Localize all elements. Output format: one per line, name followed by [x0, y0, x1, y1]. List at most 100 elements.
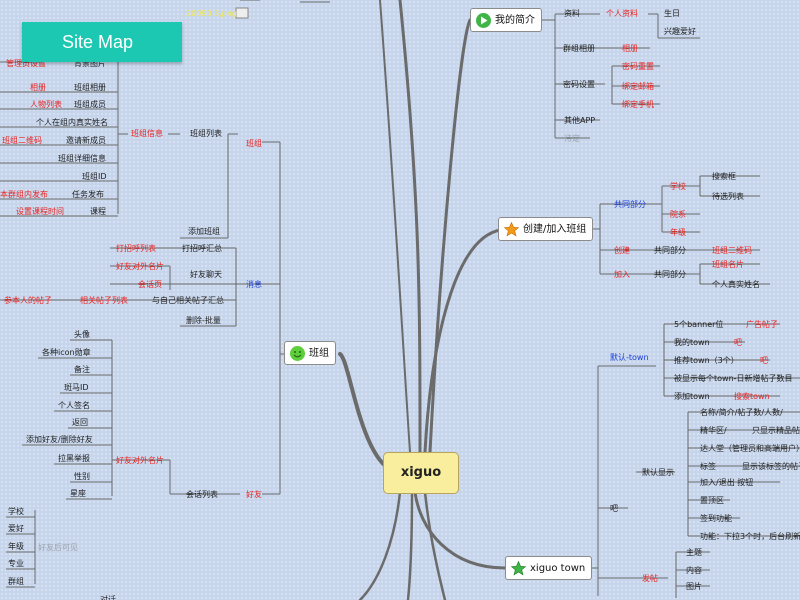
hobby-label: 兴趣爱好	[664, 26, 696, 36]
join-label: 加入	[614, 269, 630, 279]
batch-delete-label: 删除-批量	[186, 315, 221, 325]
checkin-label: 签到功能	[700, 513, 732, 523]
common-part-create-label: 共同部分	[654, 245, 686, 255]
topic-label: 主题	[686, 547, 702, 557]
pending-label: 待定	[564, 133, 580, 143]
node-group[interactable]: 班组	[284, 341, 336, 365]
background-image-label: 背景图片	[74, 58, 106, 68]
item-dark-5: 班组ID	[82, 171, 107, 181]
profile-data-label: 资料	[564, 8, 580, 18]
ba-label: 吧	[610, 504, 618, 513]
item-dark-2: 个人在组内真实姓名	[36, 117, 108, 127]
recommended-ba-label: 吧	[760, 356, 768, 365]
friend-card-item-6: 添加好友/删除好友	[26, 434, 93, 444]
related-posts-label: 相关帖子列表	[80, 295, 128, 305]
friend-card-item-0: 头像	[74, 329, 90, 339]
image-thumbnail-icon	[235, 7, 249, 19]
common-part-join-label: 共同部分	[654, 269, 686, 279]
item-red-6: 本群组内发布	[0, 189, 48, 199]
node-create-join-label: 创建/加入班组	[523, 224, 587, 235]
messages-label: 消息	[246, 279, 262, 289]
star-icon	[503, 221, 520, 237]
hidden-profile-item-1: 爱好	[8, 523, 24, 533]
real-name-label: 个人真实姓名	[712, 279, 760, 289]
featured-only-label: 只显示精品帖	[752, 425, 800, 435]
smiley-icon	[290, 346, 305, 361]
my-town-label: 我的town	[674, 337, 710, 347]
main-branches	[338, 0, 507, 600]
friend-public-card-label: 好友对外名片	[116, 455, 164, 465]
group-album-label: 群组相册	[563, 43, 595, 53]
right-town-tree	[586, 323, 800, 598]
school-label: 学校	[670, 181, 686, 191]
greeting-list-label: 打招呼列表	[116, 243, 156, 253]
pinned-area-label: 置顶区	[700, 496, 724, 505]
password-reset-label: 密码重置	[622, 61, 654, 71]
friend-chat-label: 好友聊天	[190, 269, 222, 279]
central-node[interactable]: xiguo	[383, 452, 459, 494]
hidden-profile-item-3: 专业	[8, 558, 24, 568]
default-display-label: 默认显示	[642, 467, 674, 477]
join-exit-button-label: 加入/退出 按钮	[700, 477, 753, 487]
item-dark-6: 任务发布	[72, 189, 104, 199]
my-posts-label: 参本人的帖子	[4, 295, 52, 305]
common-part-label: 共同部分	[614, 199, 646, 209]
hidden-profile-item-4: 群组	[8, 576, 24, 586]
personal-info-label: 个人资料	[606, 8, 638, 18]
group-branch-label: 班组	[246, 138, 262, 148]
greeting-summary-label: 打招呼汇总	[182, 243, 222, 253]
friends-label: 好友	[246, 489, 262, 499]
hidden-profile-item-0: 学校	[8, 506, 24, 516]
item-red-1: 人物列表	[30, 99, 62, 109]
other-app-label: 其他APP	[564, 115, 595, 125]
group-info-label: 班组信息	[131, 128, 163, 138]
bind-phone-label: 绑定手机	[622, 99, 654, 109]
admin-settings-label: 管理员设置	[6, 58, 46, 68]
item-dark-0: 班组相册	[74, 82, 106, 92]
search-box-label: 搜索框	[712, 171, 736, 181]
chat-list-label: 会话列表	[186, 489, 218, 499]
node-profile-label: 我的简介	[495, 15, 535, 26]
site-map-banner: Site Map	[22, 22, 182, 62]
group-list-label: 班组列表	[190, 128, 222, 138]
create-label: 创建	[614, 245, 630, 255]
friend-card-label: 好友对外名片	[116, 261, 164, 271]
tags-label: 标签	[700, 461, 716, 471]
left-top-tree	[0, 61, 300, 355]
content-label: 内容	[686, 565, 702, 575]
visible-after-friend-label: 好友后可见	[38, 542, 78, 552]
banner-slots-label: 5个banner位	[674, 319, 723, 329]
add-group-label: 添加班组	[188, 226, 220, 236]
chat-page-label: 会话页	[138, 279, 162, 289]
friend-card-item-2: 备注	[74, 364, 90, 374]
recommended-town-label: 推荐town（3个）	[674, 355, 739, 365]
group-qr-label: 班组二维码	[712, 245, 752, 255]
node-group-label: 班组	[309, 348, 329, 359]
friend-card-item-4: 个人签名	[58, 400, 90, 410]
left-mid-tree	[0, 247, 280, 327]
right-profile-tree	[540, 13, 700, 139]
file-name-label: 20090 3.png	[186, 9, 237, 18]
star-icon	[510, 560, 527, 576]
item-dark-7: 课程	[90, 207, 106, 216]
my-town-ba-label: 吧	[734, 338, 742, 347]
candidate-list-label: 待选列表	[712, 191, 744, 201]
item-dark-4: 班组详细信息	[58, 153, 106, 163]
play-icon	[476, 13, 491, 28]
node-xiguo-town[interactable]: xiguo town	[505, 556, 593, 580]
default-town-label: 默认-town	[610, 352, 649, 362]
friend-card-item-8: 性别	[74, 471, 90, 481]
related-summary-label: 与自己相关帖子汇总	[152, 295, 224, 305]
birthday-label: 生日	[664, 8, 680, 18]
bind-email-label: 绑定邮箱	[622, 81, 654, 91]
friend-card-item-1: 各种icon勋章	[42, 347, 91, 357]
group-card-label: 班组名片	[712, 259, 744, 269]
password-settings-label: 密码设置	[563, 79, 595, 89]
node-create-join[interactable]: 创建/加入班组	[498, 217, 594, 241]
item-red-3: 班组二维码	[2, 135, 42, 145]
node-profile[interactable]: 我的简介	[470, 8, 542, 32]
experts-hall-label: 达人堂（管理员和高端用户）	[700, 443, 800, 453]
featured-area-label: 精华区/	[700, 425, 727, 435]
right-create-tree	[586, 175, 770, 285]
